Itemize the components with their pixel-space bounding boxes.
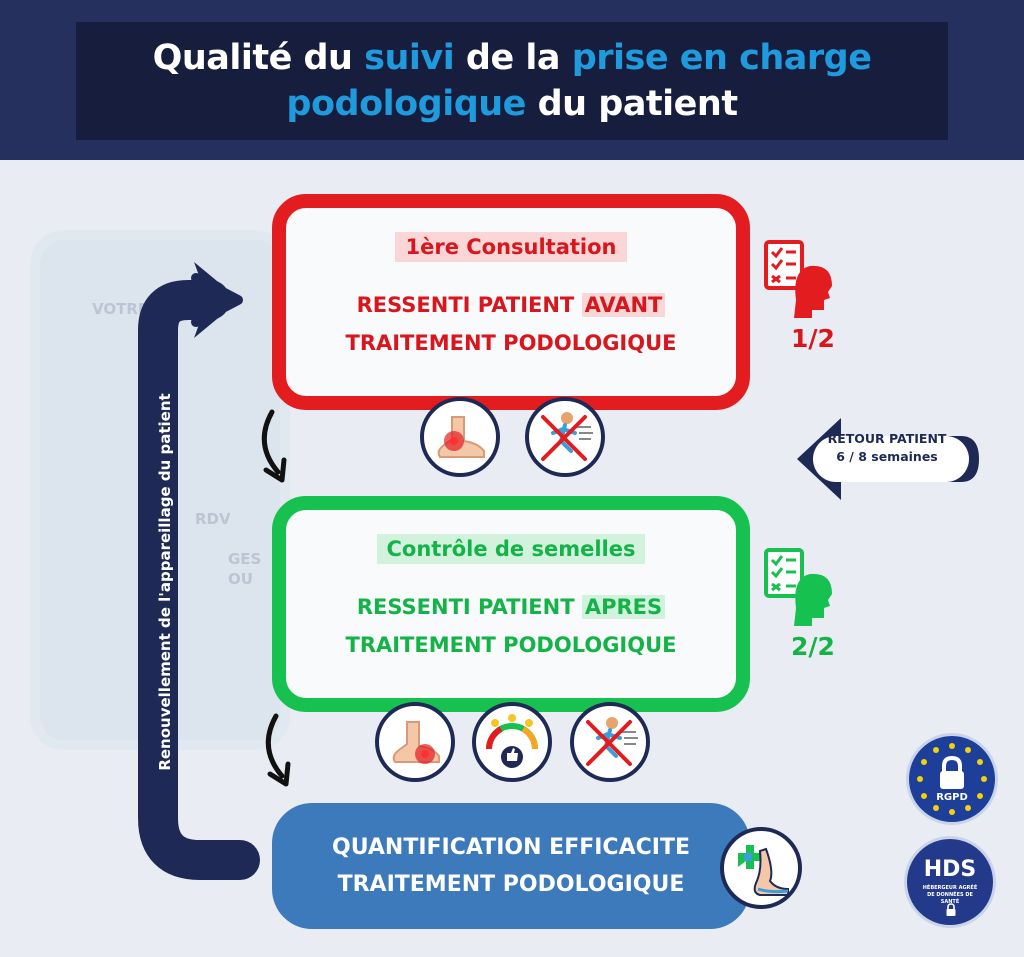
step-text: TRAITEMENT PODOLOGIQUE <box>337 872 685 897</box>
title-highlight: podologique <box>286 84 526 124</box>
step-description: RESSENTI PATIENT APRES TRAITEMENT PODOLO… <box>346 588 677 664</box>
hds-sublabel: HÉBERGEUR AGRÉÉ DE DONNÉES DE SANTÉ <box>922 885 978 905</box>
insole-control-box: Contrôle de semelles RESSENTI PATIENT AP… <box>272 496 750 712</box>
ghost-item: GES <box>228 550 262 568</box>
step-description: RESSENTI PATIENT AVANT TRAITEMENT PODOLO… <box>346 286 677 362</box>
step-text: TRAITEMENT PODOLOGIQUE <box>345 633 677 657</box>
insole-medical-icon <box>720 827 802 909</box>
return-text: 6 / 8 semaines <box>836 449 938 464</box>
return-arrow <box>797 418 979 500</box>
rgpd-label: RGPD <box>936 792 968 803</box>
title-text: du patient <box>525 84 738 124</box>
loop-label: Renouvellement de l'appareillage du pati… <box>156 393 174 771</box>
ghost-item: OU <box>228 570 253 588</box>
curved-arrow-icon <box>261 409 287 483</box>
return-label: RETOUR PATIENT 6 / 8 semaines <box>812 430 962 466</box>
step-count: 1/2 <box>791 324 835 353</box>
step-tag: 1ère Consultation <box>395 232 627 262</box>
step-tag: Contrôle de semelles <box>376 534 646 564</box>
hds-label: HDS <box>923 857 977 882</box>
hds-badge: HDS HÉBERGEUR AGRÉÉ DE DONNÉES DE SANTÉ <box>904 836 996 928</box>
rgpd-badge: RGPD <box>906 733 998 825</box>
title-highlight: prise en charge <box>571 38 872 78</box>
no-running-icon <box>570 702 650 782</box>
painful-foot-icon <box>375 702 455 782</box>
page-title: Qualité du suivi de la prise en charge p… <box>76 22 948 140</box>
checklist-head-icon <box>764 548 832 626</box>
painful-foot-icon <box>420 397 500 477</box>
title-text: Qualité du <box>152 38 365 78</box>
step-text: RESSENTI PATIENT <box>356 293 582 317</box>
step-highlight: APRES <box>581 595 666 619</box>
lock-icon <box>946 903 956 916</box>
eu-stars-lock-icon <box>917 743 987 815</box>
step-count: 2/2 <box>791 632 835 661</box>
return-text: RETOUR PATIENT <box>827 431 947 446</box>
step-highlight: AVANT <box>581 293 666 317</box>
curved-arrow-icon <box>265 713 291 787</box>
efficacy-quantification-box: QUANTIFICATION EFFICACITE TRAITEMENT POD… <box>272 803 750 929</box>
step-text: RESSENTI PATIENT <box>356 595 582 619</box>
title-text: de la <box>454 38 572 78</box>
ghost-rdv: RDV <box>195 510 231 528</box>
checklist-head-icon <box>764 240 832 318</box>
first-consultation-box: 1ère Consultation RESSENTI PATIENT AVANT… <box>272 194 750 410</box>
title-highlight: suivi <box>364 38 455 78</box>
step-text: TRAITEMENT PODOLOGIQUE <box>345 331 677 355</box>
satisfaction-gauge-icon <box>472 702 552 782</box>
no-running-icon <box>525 397 605 477</box>
step-text: QUANTIFICATION EFFICACITE <box>332 835 690 860</box>
